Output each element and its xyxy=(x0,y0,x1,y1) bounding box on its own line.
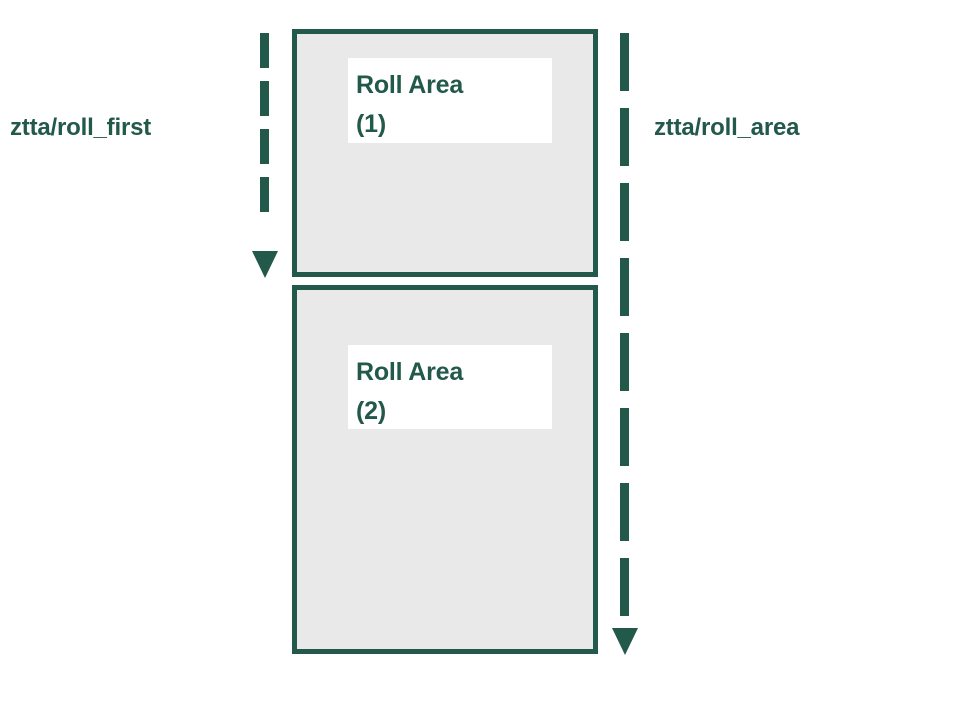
dash-segment xyxy=(620,483,629,541)
roll-first-dashed-line xyxy=(251,33,278,278)
dash-segment xyxy=(620,258,629,316)
dash-segment xyxy=(620,183,629,241)
dash-segment xyxy=(260,33,269,68)
roll-area-box-2 xyxy=(292,285,598,654)
dash-segment xyxy=(260,129,269,164)
label-ztta-roll-area: ztta/roll_area xyxy=(654,114,800,141)
dash-segment xyxy=(620,408,629,466)
dash-segment xyxy=(620,558,629,616)
roll-first-arrow-icon xyxy=(251,251,278,278)
dash-segment xyxy=(620,333,629,391)
roll-area-dashed-line xyxy=(611,33,638,655)
roll-area-caption-2: Roll Area (2) xyxy=(348,345,552,429)
roll-area-arrow-icon xyxy=(611,628,638,655)
roll-area-caption-1: Roll Area (1) xyxy=(348,58,552,143)
dash-segment xyxy=(260,81,269,116)
dash-segment xyxy=(620,108,629,166)
dash-segment xyxy=(260,177,269,212)
label-ztta-roll-first: ztta/roll_first xyxy=(10,114,152,141)
dash-segment xyxy=(620,33,629,91)
